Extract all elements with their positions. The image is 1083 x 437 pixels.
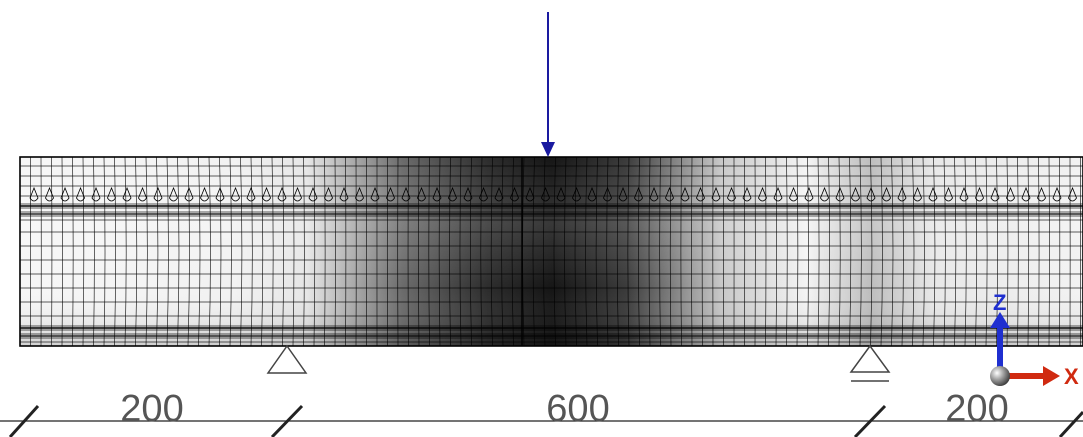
- dimension-label-left: 200: [120, 388, 183, 430]
- dimension-tick: [8, 404, 40, 437]
- x-axis-label: X: [1064, 364, 1079, 389]
- finite-element-mesh: [20, 156, 1083, 347]
- dimension-tick: [1058, 410, 1083, 437]
- roller-support: [849, 344, 891, 382]
- pin-support: [266, 344, 308, 374]
- dimension-label-right: 200: [945, 388, 1008, 430]
- beam-outline: [19, 156, 1083, 347]
- z-axis-arrowhead: [990, 312, 1010, 328]
- point-load-arrow: [541, 12, 555, 157]
- dimension-line: 200 600 200: [0, 388, 1083, 437]
- x-axis-arrowhead: [1043, 366, 1060, 386]
- z-axis-label: Z: [993, 290, 1006, 315]
- origin-ball: [990, 366, 1010, 386]
- coordinate-triad: Z X: [990, 290, 1079, 389]
- dimension-tick: [853, 404, 887, 437]
- beam: [19, 156, 1083, 347]
- beam-vertical-shading: [20, 157, 1083, 346]
- dimension-tick: [270, 404, 304, 437]
- dimension-label-middle: 600: [546, 388, 609, 430]
